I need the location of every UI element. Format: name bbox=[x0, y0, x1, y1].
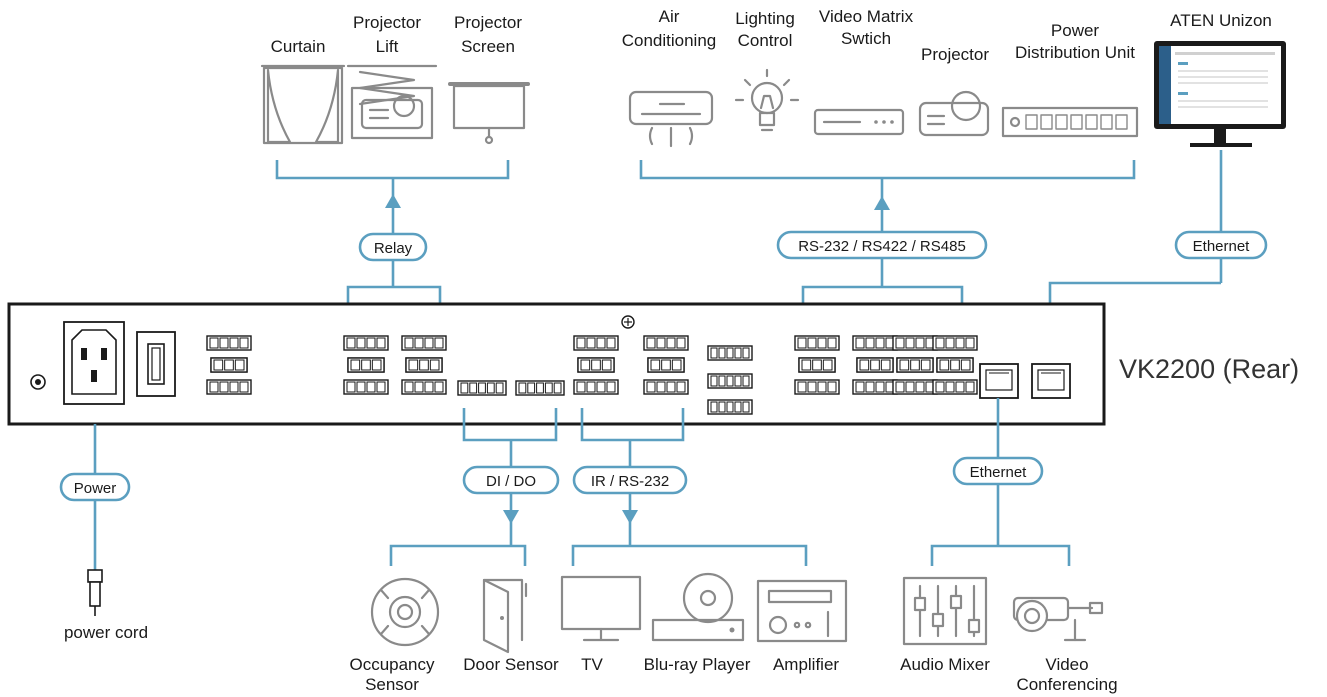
projector-screen-icon bbox=[448, 82, 530, 145]
ir-connection: IR / RS-232 bbox=[571, 408, 808, 566]
dido-terminal-block[interactable] bbox=[515, 380, 565, 396]
pdu-label-line2: Distribution Unit bbox=[1015, 43, 1135, 62]
bottom-device-labels: Occupancy Sensor Door Sensor TV Blu-ray … bbox=[349, 655, 1117, 694]
audio-mixer-label: Audio Mixer bbox=[900, 655, 990, 674]
ir-label: IR / RS-232 bbox=[591, 473, 669, 490]
top-left-device-labels: Curtain Projector Lift Projector Screen bbox=[271, 13, 523, 56]
power-pill bbox=[59, 472, 131, 502]
terminal-strip[interactable] bbox=[707, 373, 753, 389]
bluray-player-icon bbox=[651, 572, 745, 642]
power-cord-label: power cord bbox=[64, 623, 148, 642]
air-conditioning-label-line1: Air bbox=[659, 7, 680, 26]
rear-model-screw-icon bbox=[621, 315, 635, 329]
ir-terminal-block[interactable] bbox=[573, 335, 619, 395]
air-conditioning-label-line2: Conditioning bbox=[622, 31, 717, 50]
terminal-strip[interactable] bbox=[707, 399, 753, 415]
video-conf-label-line2: Conferencing bbox=[1016, 675, 1117, 694]
projector-icon bbox=[918, 90, 990, 137]
curtain-label: Curtain bbox=[271, 37, 326, 56]
video-camera-icon bbox=[1012, 596, 1104, 642]
projector-lift-label-line2: Lift bbox=[376, 37, 399, 56]
serial-terminal-block[interactable] bbox=[852, 335, 898, 395]
serial-terminal-block[interactable] bbox=[892, 335, 938, 395]
audio-mixer-icon bbox=[902, 576, 988, 646]
ethernet-bottom-connection: Ethernet bbox=[930, 398, 1071, 566]
lighting-control-label-line2: Control bbox=[738, 31, 793, 50]
ground-screw-icon bbox=[30, 374, 46, 390]
video-matrix-switch-icon bbox=[813, 108, 905, 136]
amplifier-icon bbox=[756, 579, 848, 643]
projector-screen-label-line2: Screen bbox=[461, 37, 515, 56]
power-label: Power bbox=[74, 480, 117, 497]
door-sensor-icon bbox=[482, 578, 528, 654]
ethernet-bottom-pill bbox=[952, 456, 1044, 486]
serial-terminal-block[interactable] bbox=[932, 335, 978, 395]
occupancy-label-line1: Occupancy bbox=[349, 655, 435, 674]
tv-icon bbox=[560, 575, 642, 642]
terminal-blocks bbox=[206, 335, 978, 415]
ethernet-top-connection: Ethernet bbox=[1048, 150, 1268, 362]
tv-label: TV bbox=[581, 655, 603, 674]
relay-label: Relay bbox=[374, 240, 413, 257]
video-matrix-label-line1: Video Matrix bbox=[819, 7, 914, 26]
power-inlet-icon bbox=[63, 321, 125, 405]
relay-terminal-block[interactable] bbox=[401, 335, 447, 395]
aten-unizon-label: ATEN Unizon bbox=[1170, 11, 1272, 30]
serial-terminal-block[interactable] bbox=[794, 335, 840, 395]
monitor-icon bbox=[1154, 41, 1286, 147]
dido-terminal-block[interactable] bbox=[457, 380, 507, 396]
relay-terminal-block[interactable] bbox=[343, 335, 389, 395]
door-sensor-label: Door Sensor bbox=[463, 655, 559, 674]
dido-label: DI / DO bbox=[486, 473, 536, 490]
occupancy-label-line2: Sensor bbox=[365, 675, 419, 694]
dido-connection: DI / DO bbox=[389, 408, 560, 566]
power-switch-icon[interactable] bbox=[136, 331, 176, 397]
light-bulb-icon bbox=[734, 68, 800, 132]
ethernet-top-label: Ethernet bbox=[1193, 238, 1251, 255]
power-connection: Power bbox=[59, 424, 131, 570]
occupancy-sensor-icon bbox=[370, 577, 440, 647]
video-conf-label-line1: Video bbox=[1045, 655, 1088, 674]
pdu-label-line1: Power bbox=[1051, 21, 1100, 40]
air-conditioner-icon bbox=[628, 90, 714, 148]
serial-label: RS-232 / RS422 / RS485 bbox=[798, 238, 966, 255]
terminal-strip[interactable] bbox=[707, 345, 753, 361]
amplifier-label: Amplifier bbox=[773, 655, 839, 674]
curtain-icon bbox=[260, 64, 346, 145]
ir-pill bbox=[572, 465, 688, 495]
projector-label: Projector bbox=[921, 45, 989, 64]
serial-connection: RS-232 / RS422 / RS485 bbox=[639, 160, 1136, 335]
pdu-icon bbox=[1001, 106, 1139, 138]
relay-connection: Relay bbox=[275, 160, 510, 335]
power-plug-icon bbox=[87, 569, 103, 616]
dido-pill bbox=[462, 465, 560, 495]
projector-lift-label-line1: Projector bbox=[353, 13, 421, 32]
ethernet-port-2[interactable] bbox=[1031, 363, 1071, 399]
terminal-block-stack[interactable] bbox=[206, 335, 252, 395]
lighting-control-label-line1: Lighting bbox=[735, 9, 795, 28]
ethernet-top-pill bbox=[1174, 230, 1268, 260]
ir-terminal-block[interactable] bbox=[643, 335, 689, 395]
ethernet-bottom-label: Ethernet bbox=[970, 464, 1028, 481]
projector-screen-label-line1: Projector bbox=[454, 13, 522, 32]
serial-pill bbox=[776, 230, 988, 260]
bluray-label: Blu-ray Player bbox=[644, 655, 751, 674]
relay-pill bbox=[358, 232, 428, 262]
model-label: VK2200 (Rear) bbox=[1119, 354, 1299, 384]
ethernet-port-1[interactable] bbox=[979, 363, 1019, 399]
projector-lift-icon bbox=[346, 64, 438, 140]
top-right-device-labels: Air Conditioning Lighting Control Video … bbox=[622, 7, 1272, 64]
video-matrix-label-line2: Swtich bbox=[841, 29, 891, 48]
vk2200-rear-panel bbox=[7, 302, 1106, 426]
